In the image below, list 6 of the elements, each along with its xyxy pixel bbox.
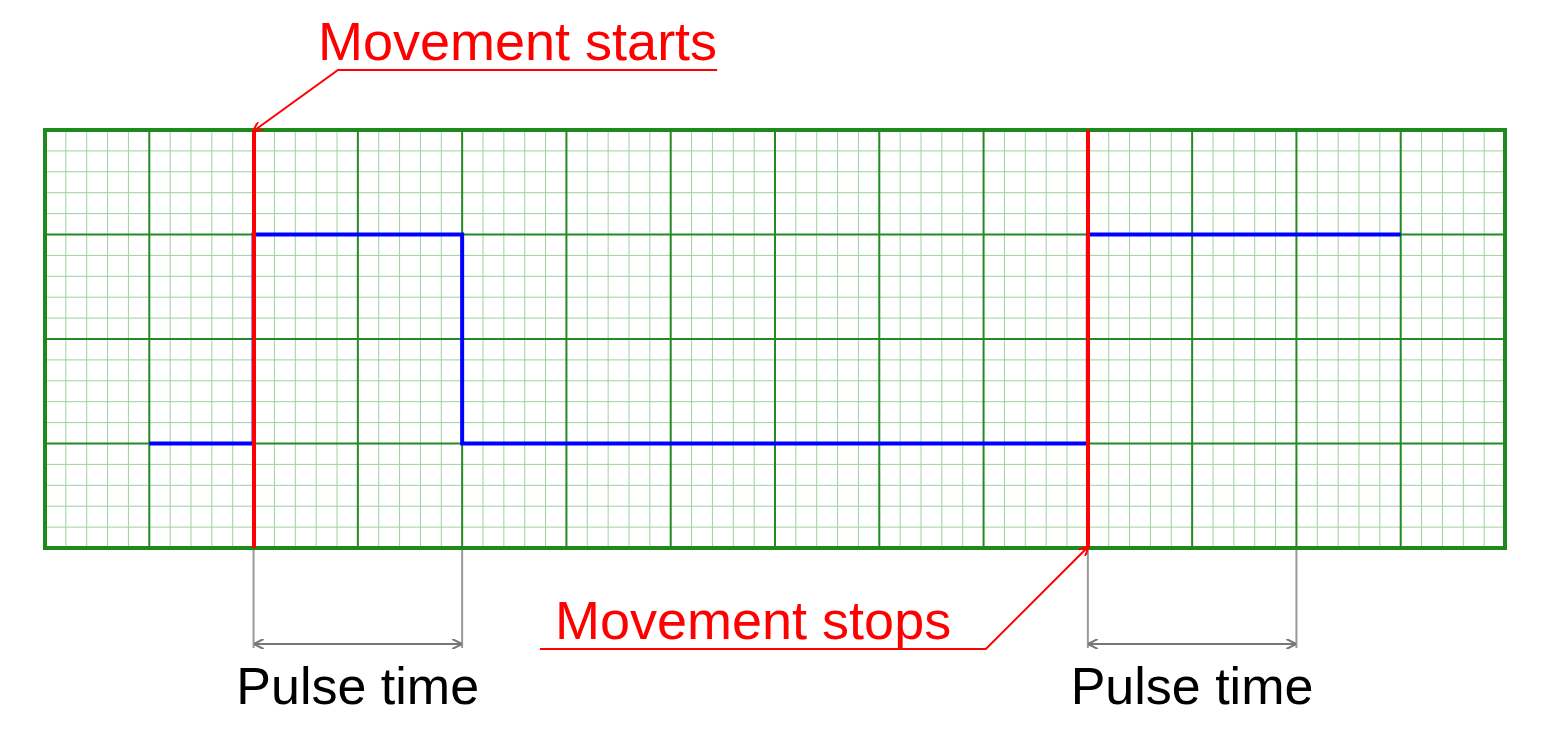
callout-text: Movement stops — [555, 593, 952, 647]
dimension-label: Pulse time — [1070, 660, 1314, 712]
leader-line — [539, 545, 1090, 650]
leader-line — [251, 69, 719, 133]
callout-text: Movement starts — [318, 14, 718, 68]
dimension-label: Pulse time — [236, 660, 480, 712]
